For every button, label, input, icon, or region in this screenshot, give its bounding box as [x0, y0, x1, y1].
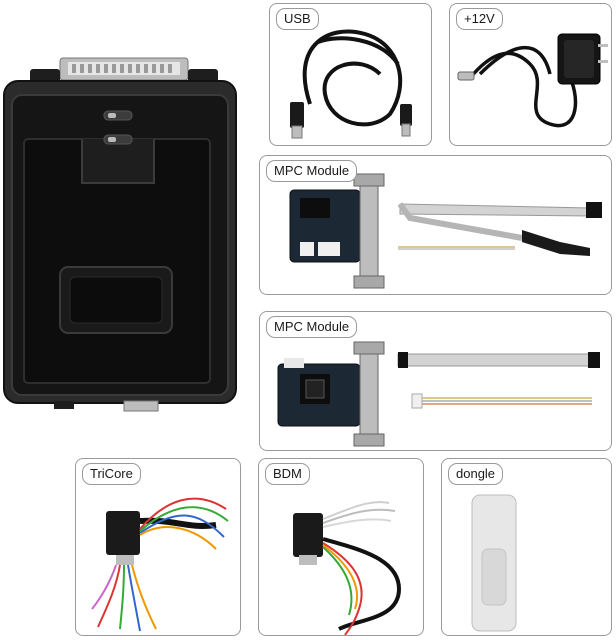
- mpc-module-panel-2: MPC Module: [259, 311, 612, 451]
- mpc-module-label-1: MPC Module: [266, 160, 358, 182]
- dongle-panel: dongle: [441, 458, 612, 636]
- bdm-cable-image: [293, 501, 402, 635]
- programmer-device: [3, 57, 237, 412]
- usb-cable-image: [290, 29, 412, 139]
- usb-label: USB: [276, 8, 319, 30]
- mpc-module-label-2: MPC Module: [266, 316, 358, 338]
- mpc-module-panel-1: MPC Module: [259, 155, 612, 295]
- dongle-label: dongle: [448, 463, 504, 485]
- bdm-label: BDM: [265, 463, 310, 485]
- mpc-module-1-image: [289, 173, 602, 289]
- dongle-image: [471, 494, 517, 632]
- tricore-cable-image: [91, 497, 229, 632]
- mpc-module-2-image: [277, 341, 600, 447]
- power-panel: +12V: [449, 3, 612, 146]
- tricore-label: TriCore: [82, 463, 141, 485]
- power-label: +12V: [456, 8, 503, 30]
- bdm-panel: BDM: [258, 458, 424, 636]
- usb-panel: USB: [269, 3, 432, 146]
- tricore-panel: TriCore: [75, 458, 241, 636]
- power-adapter-image: [457, 33, 608, 128]
